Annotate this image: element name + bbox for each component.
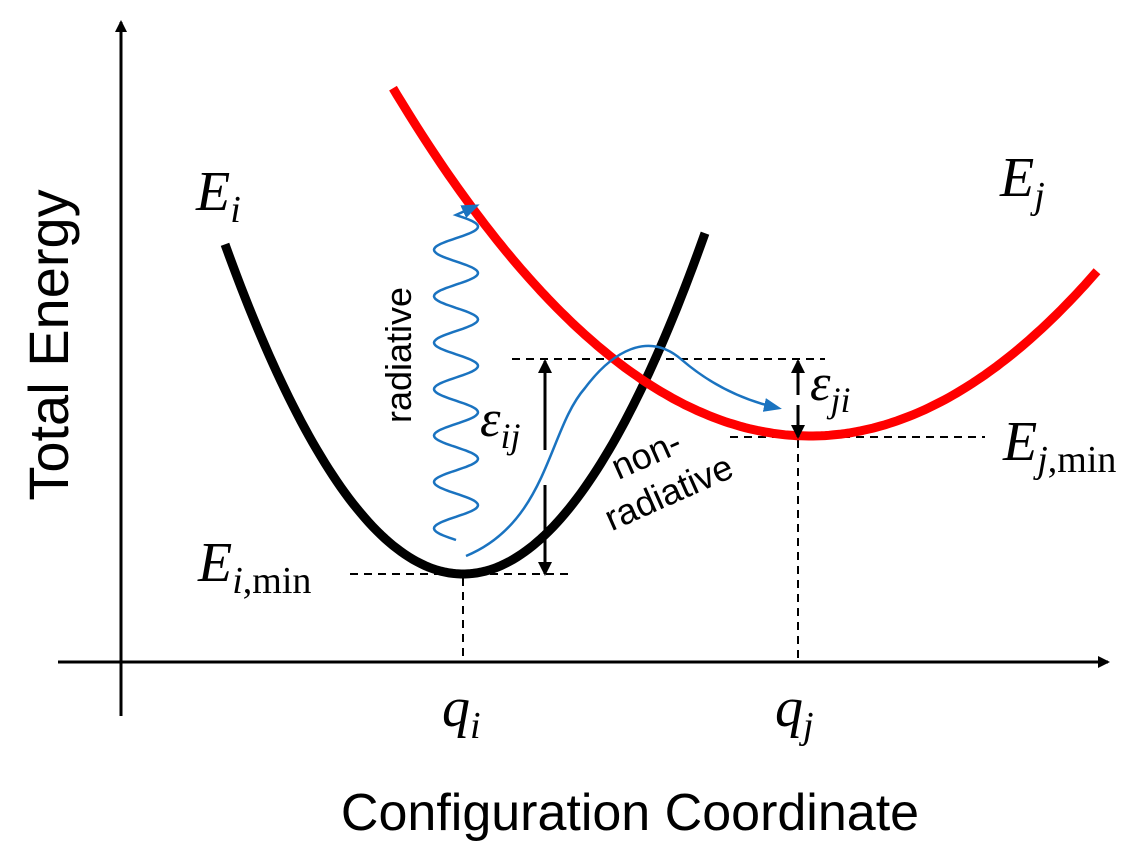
curve-j-label: Ej	[999, 147, 1045, 217]
radiative-transition-arrow	[432, 204, 480, 542]
curve-i-label: Ei	[195, 161, 241, 231]
e-i-min-label: Ei,min	[197, 532, 311, 602]
tick-label-q-j: qj	[775, 677, 814, 747]
x-axis-title: Configuration Coordinate	[341, 784, 919, 842]
barrier-ij-label: εij	[480, 391, 521, 456]
nonradiative-transition-arrow	[465, 344, 782, 558]
barrier-ji-label: εji	[810, 355, 851, 420]
nonradiative-label: non- radiative	[580, 406, 739, 539]
y-axis-title: Total Energy	[17, 189, 80, 500]
e-j-min-label: Ej,min	[1002, 411, 1116, 481]
radiative-label: radiative	[378, 287, 419, 423]
potential-curve-j	[389, 85, 1101, 441]
potential-curve-i	[220, 231, 710, 579]
tick-label-q-i: qi	[442, 677, 481, 747]
